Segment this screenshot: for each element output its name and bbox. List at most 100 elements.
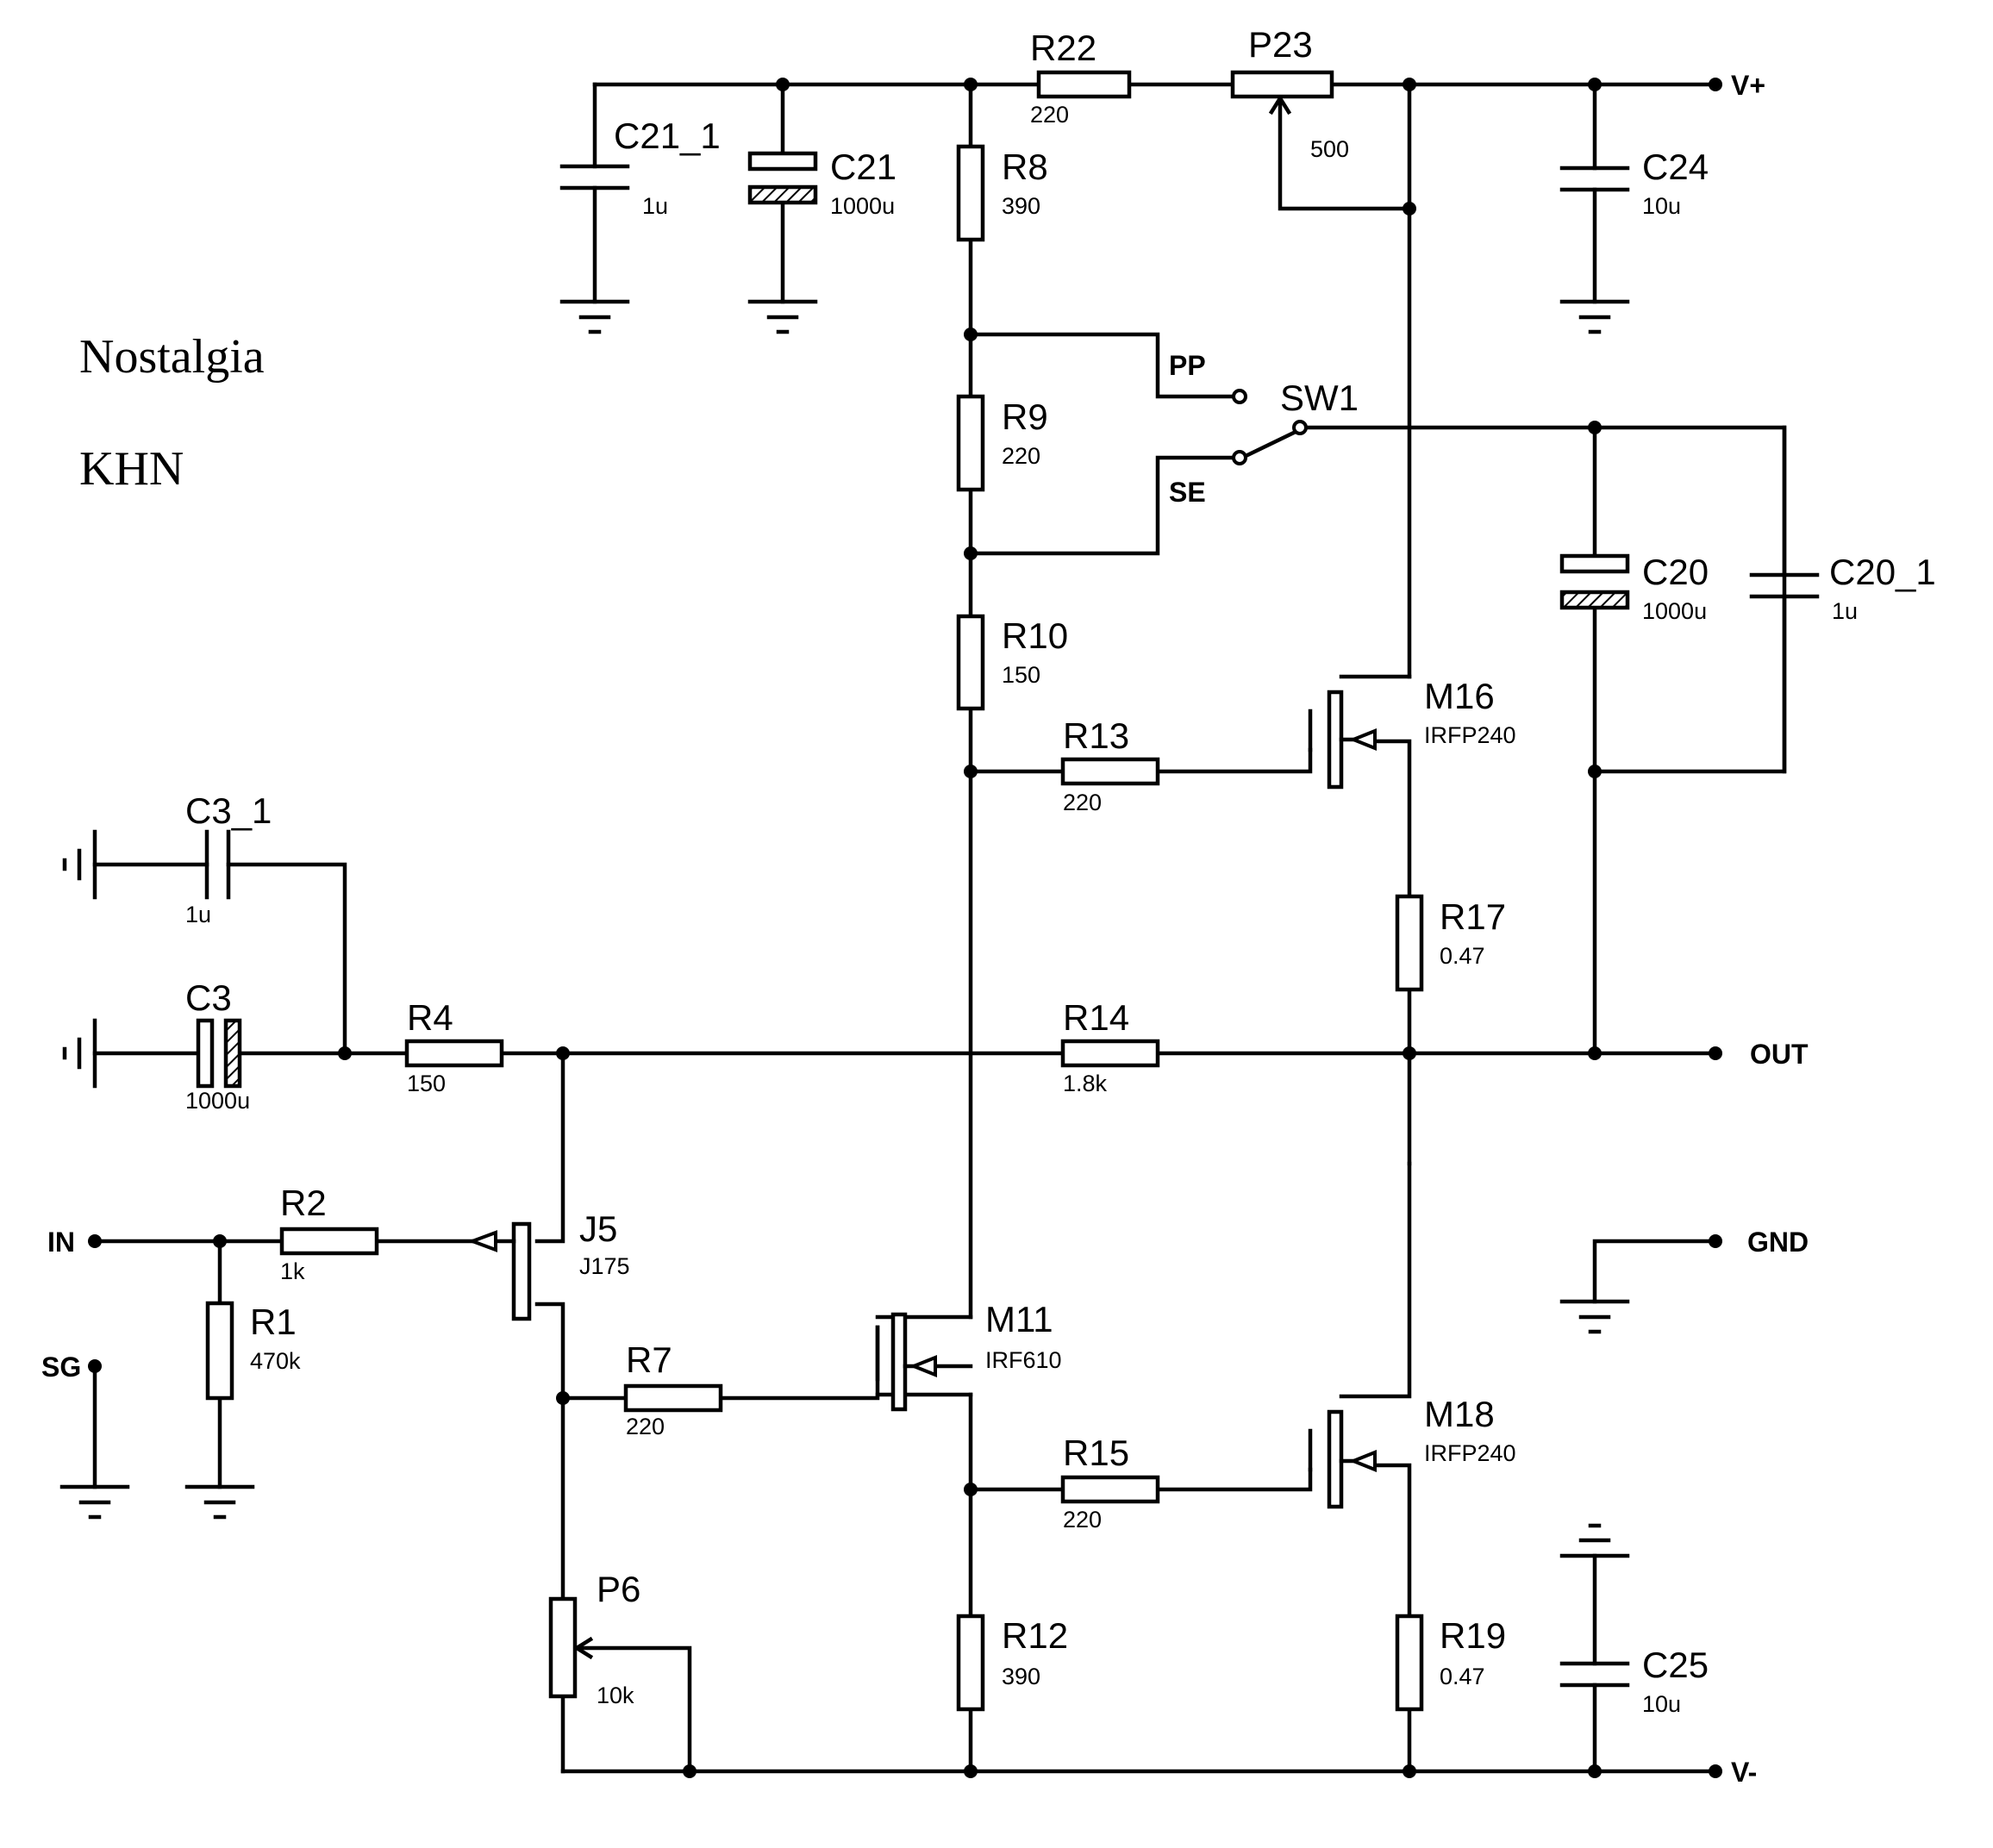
ground-icon xyxy=(559,299,630,334)
svg-text:0.47: 0.47 xyxy=(1440,1664,1485,1689)
port-in: IN xyxy=(47,1227,102,1258)
port-vplus: V+ xyxy=(1709,70,1765,101)
resistor-r1: R1 470k xyxy=(205,1301,301,1401)
capacitor-c21: C21 1000u xyxy=(747,147,897,219)
svg-text:R9: R9 xyxy=(1002,396,1048,437)
resistor-r10: R10 150 xyxy=(956,614,1068,711)
svg-text:R22: R22 xyxy=(1030,28,1096,68)
svg-text:220: 220 xyxy=(1002,443,1040,469)
svg-text:R4: R4 xyxy=(407,997,453,1038)
svg-text:1000u: 1000u xyxy=(830,193,895,219)
resistor-r19: R19 0.47 xyxy=(1395,1614,1506,1712)
svg-text:IRF610: IRF610 xyxy=(985,1347,1062,1373)
credit-line-2: KHN xyxy=(79,442,184,496)
ground-icon xyxy=(59,1484,130,1520)
resistor-r22: R22 220 xyxy=(1030,28,1132,128)
port-sg: SG xyxy=(41,1352,102,1383)
resistor-r9: R9 220 xyxy=(956,394,1048,492)
switch-se-label: SE xyxy=(1169,477,1206,508)
resistor-r8: R8 390 xyxy=(956,144,1048,242)
svg-text:C21: C21 xyxy=(830,147,897,187)
svg-text:R13: R13 xyxy=(1063,715,1129,756)
port-out-label: OUT xyxy=(1750,1039,1809,1070)
svg-text:220: 220 xyxy=(626,1414,665,1439)
svg-text:1k: 1k xyxy=(280,1258,305,1284)
capacitor-c25: C25 10u xyxy=(1559,1645,1709,1717)
svg-text:220: 220 xyxy=(1063,790,1102,815)
svg-text:390: 390 xyxy=(1002,193,1040,219)
mosfet-m18: M18 IRFP240 xyxy=(1308,1394,1516,1509)
ground-icon xyxy=(62,1018,97,1089)
potentiometer-p6: P6 10k xyxy=(548,1569,640,1708)
port-vminus-label: V- xyxy=(1731,1757,1757,1788)
resistor-r17: R17 0.47 xyxy=(1395,894,1506,992)
svg-text:1u: 1u xyxy=(1832,598,1858,624)
svg-text:500: 500 xyxy=(1310,136,1349,162)
port-gnd-label: GND xyxy=(1747,1227,1809,1258)
svg-text:J175: J175 xyxy=(579,1253,630,1279)
ground-icon xyxy=(62,829,97,900)
svg-text:R8: R8 xyxy=(1002,147,1048,187)
capacitor-c20: C20 1000u xyxy=(1559,552,1709,624)
svg-text:470k: 470k xyxy=(250,1348,301,1374)
potentiometer-p23: P23 500 xyxy=(1230,24,1349,162)
svg-text:M18: M18 xyxy=(1424,1394,1495,1434)
svg-text:IRFP240: IRFP240 xyxy=(1424,722,1516,748)
svg-text:1.8k: 1.8k xyxy=(1063,1071,1108,1096)
svg-text:P6: P6 xyxy=(597,1569,640,1609)
ground-icon xyxy=(184,1484,255,1520)
port-vminus: V- xyxy=(1709,1757,1757,1788)
svg-text:R12: R12 xyxy=(1002,1615,1068,1656)
svg-text:P23: P23 xyxy=(1248,24,1313,65)
svg-text:R15: R15 xyxy=(1063,1433,1129,1473)
resistor-r12: R12 390 xyxy=(956,1614,1068,1712)
svg-text:1000u: 1000u xyxy=(1642,598,1707,624)
capacitor-c3-1: C3_1 1u xyxy=(185,790,272,927)
switch-name: SW1 xyxy=(1280,378,1359,418)
mosfet-m16: M16 IRFP240 xyxy=(1308,676,1516,790)
resistor-r13: R13 220 xyxy=(1060,715,1160,815)
mosfet-m11: M11 IRF610 xyxy=(875,1299,1062,1412)
svg-text:10k: 10k xyxy=(597,1683,634,1708)
svg-text:C3: C3 xyxy=(185,977,232,1018)
svg-text:0.47: 0.47 xyxy=(1440,943,1485,969)
ground-symbols xyxy=(59,299,1630,1558)
svg-text:M11: M11 xyxy=(985,1299,1053,1339)
resistor-r4: R4 150 xyxy=(404,997,504,1096)
credit-line-1: Nostalgia xyxy=(79,330,265,384)
ground-icon xyxy=(1559,1299,1630,1334)
capacitor-c20-1: C20_1 1u xyxy=(1749,552,1936,624)
switch-sw1: SW1 PP SE xyxy=(1169,350,1359,508)
wires xyxy=(92,82,1787,1774)
ground-icon xyxy=(1559,299,1630,334)
svg-text:C3_1: C3_1 xyxy=(185,790,272,831)
jfet-j5: J5 J175 xyxy=(467,1208,630,1321)
svg-text:150: 150 xyxy=(1002,662,1040,688)
port-gnd: GND xyxy=(1709,1227,1809,1258)
port-out: OUT xyxy=(1709,1039,1809,1070)
svg-text:220: 220 xyxy=(1063,1507,1102,1533)
svg-text:1u: 1u xyxy=(642,193,668,219)
svg-text:150: 150 xyxy=(407,1071,446,1096)
junctions xyxy=(213,78,1602,1778)
svg-text:C25: C25 xyxy=(1642,1645,1709,1685)
svg-text:10u: 10u xyxy=(1642,193,1681,219)
resistor-r7: R7 220 xyxy=(623,1339,723,1439)
resistor-r14: R14 1.8k xyxy=(1060,997,1160,1096)
svg-text:IRFP240: IRFP240 xyxy=(1424,1440,1516,1466)
svg-text:1000u: 1000u xyxy=(185,1088,250,1114)
svg-text:R14: R14 xyxy=(1063,997,1129,1038)
svg-text:R7: R7 xyxy=(626,1339,672,1380)
svg-text:C21_1: C21_1 xyxy=(614,116,721,156)
svg-text:R19: R19 xyxy=(1440,1615,1506,1656)
port-vplus-label: V+ xyxy=(1731,70,1765,101)
port-in-label: IN xyxy=(47,1227,75,1258)
ground-icon xyxy=(747,299,818,334)
svg-text:C20_1: C20_1 xyxy=(1829,552,1936,592)
svg-text:C24: C24 xyxy=(1642,147,1709,187)
svg-text:1u: 1u xyxy=(185,902,211,927)
switch-pp-label: PP xyxy=(1169,350,1206,381)
svg-text:R1: R1 xyxy=(250,1302,297,1342)
svg-text:220: 220 xyxy=(1030,102,1069,128)
